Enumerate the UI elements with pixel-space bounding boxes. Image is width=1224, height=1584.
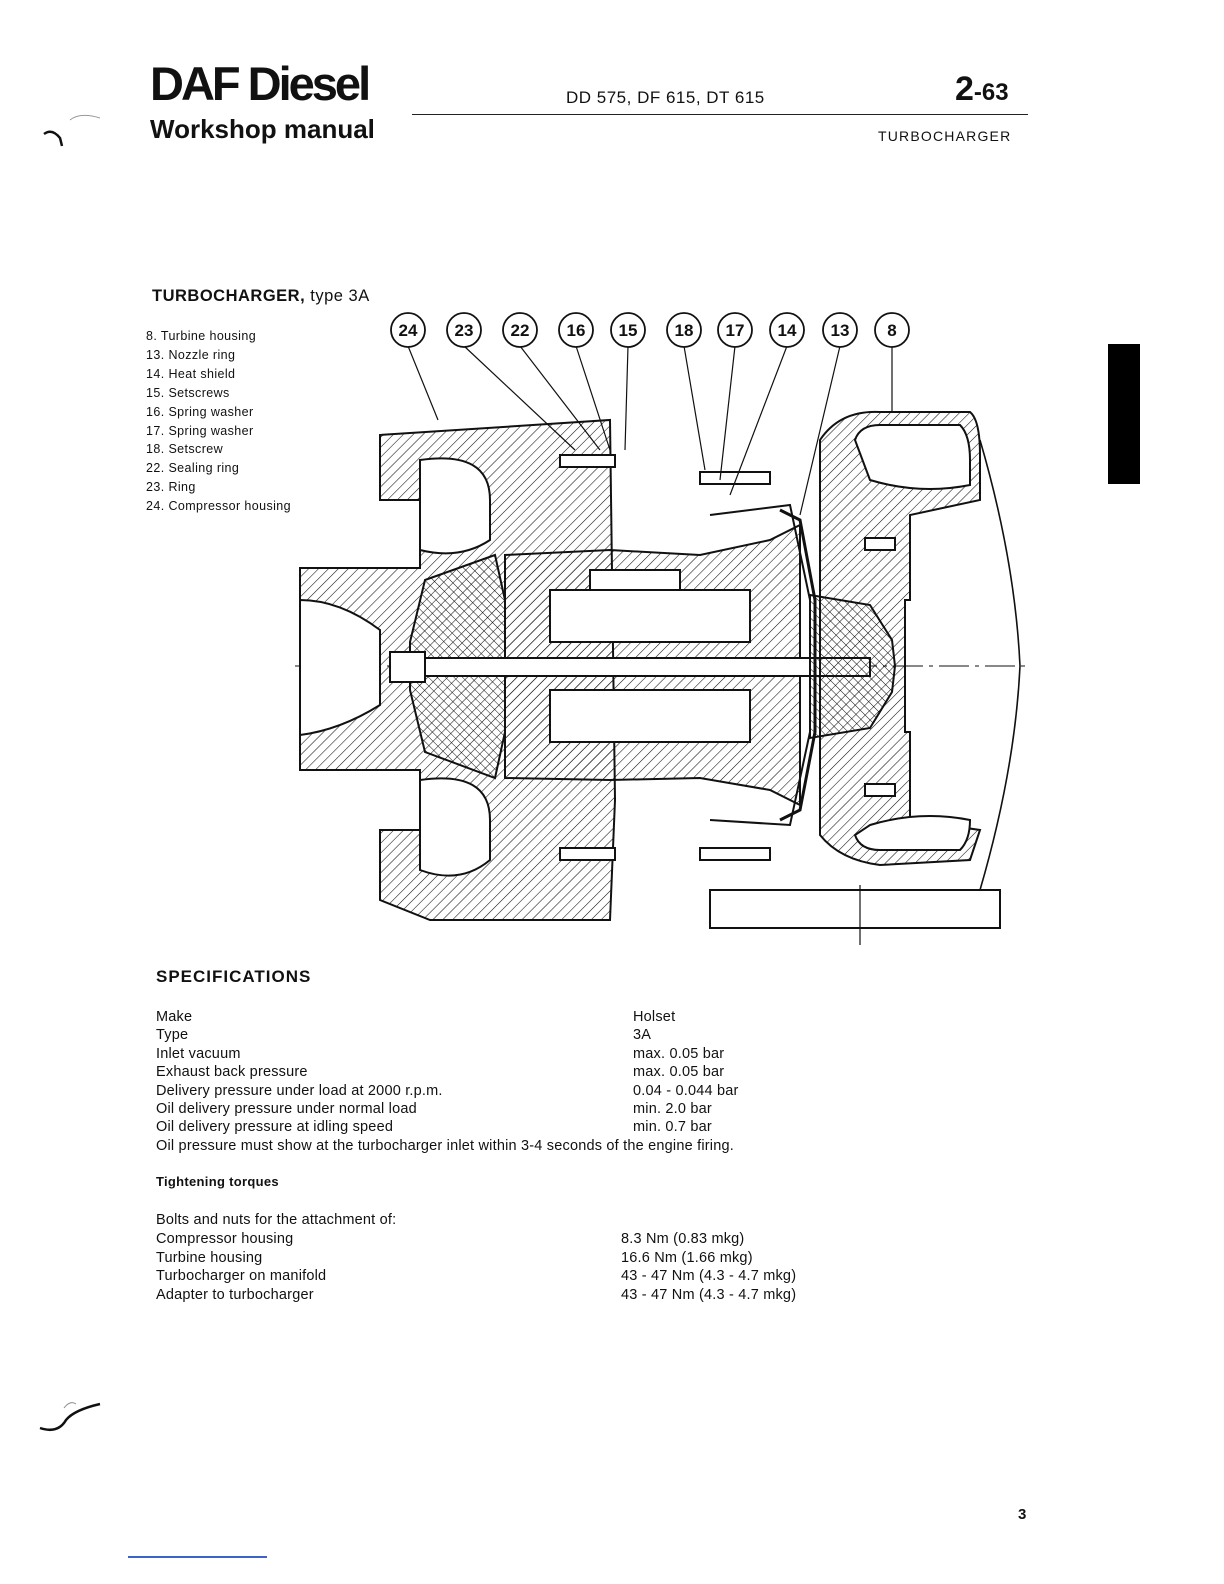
spec-value: min. 0.7 bar bbox=[633, 1119, 712, 1136]
torque-label: Turbocharger on manifold bbox=[156, 1268, 327, 1285]
legend-item: 13. Nozzle ring bbox=[146, 347, 236, 362]
legend-item: 16. Spring washer bbox=[146, 404, 254, 419]
spec-row: Make Holset bbox=[156, 1008, 734, 1026]
spec-value: max. 0.05 bar bbox=[633, 1045, 725, 1062]
spec-value: min. 2.0 bar bbox=[633, 1100, 712, 1117]
spec-note: Oil pressure must show at the turbocharg… bbox=[156, 1137, 734, 1154]
torque-row: Turbocharger on manifold 43 - 47 Nm (4.3 … bbox=[156, 1267, 796, 1286]
section-tab-marker bbox=[1108, 344, 1140, 484]
spec-value: 0.04 - 0.044 bar bbox=[633, 1082, 739, 1099]
rotor-shaft bbox=[389, 657, 871, 677]
callout-label: 16 bbox=[567, 321, 586, 340]
brand-logo: DAF Diesel bbox=[150, 57, 371, 110]
scan-mark-icon bbox=[43, 114, 101, 147]
scan-edge-mark bbox=[128, 1556, 267, 1558]
spec-label: Oil delivery pressure under normal load bbox=[156, 1100, 417, 1117]
torque-value: 43 - 47 Nm (4.3 - 4.7 mkg) bbox=[621, 1268, 797, 1285]
torque-label: Turbine housing bbox=[156, 1249, 263, 1266]
torque-row: Compressor housing 8.3 Nm (0.83 mkg) bbox=[156, 1230, 744, 1249]
page-code: 2-63 bbox=[955, 72, 1009, 106]
legend-item: 15. Setscrews bbox=[146, 385, 230, 400]
callout-22 bbox=[502, 312, 538, 348]
section-name: TURBOCHARGER bbox=[878, 128, 1012, 144]
spec-row: Oil delivery pressure at idling speed min… bbox=[156, 1118, 734, 1136]
manual-title: Workshop manual bbox=[150, 114, 375, 144]
header-rule bbox=[412, 114, 1028, 115]
parts-legend: 8. Turbine housing 13. Nozzle ring 14. H… bbox=[146, 327, 291, 516]
turbine-housing bbox=[819, 410, 982, 867]
torque-label: Adapter to turbocharger bbox=[156, 1287, 314, 1304]
callout-label: 18 bbox=[675, 321, 694, 340]
torque-value: 8.3 Nm (0.83 mkg) bbox=[621, 1230, 745, 1247]
spec-label: Oil delivery pressure at idling speed bbox=[156, 1119, 394, 1136]
turbine-flange bbox=[709, 889, 1001, 929]
torque-row: Adapter to turbocharger 43 - 47 Nm (4.3 -… bbox=[156, 1286, 796, 1305]
legend-item: 22. Sealing ring bbox=[146, 461, 240, 476]
figure-title: TURBOCHARGER, type 3A bbox=[152, 287, 370, 306]
spec-row: Delivery pressure under load at 2000 r.p… bbox=[156, 1082, 738, 1100]
page-number: 3 bbox=[1018, 1506, 1027, 1523]
callout-label: 14 bbox=[778, 321, 797, 340]
callout-18 bbox=[666, 312, 702, 348]
torque-label: Compressor housing bbox=[156, 1230, 294, 1247]
callout-label: 23 bbox=[455, 321, 474, 340]
spec-label: Exhaust back pressure bbox=[156, 1064, 308, 1081]
callout-8 bbox=[874, 312, 910, 348]
callout-label: 15 bbox=[619, 321, 638, 340]
torques-heading: Tightening torques bbox=[156, 1174, 279, 1189]
torques-table: Bolts and nuts for the attachment of: Co… bbox=[156, 1211, 796, 1305]
legend-item: 14. Heat shield bbox=[146, 366, 236, 381]
scan-mark-icon bbox=[39, 1402, 101, 1431]
spec-label: Make bbox=[156, 1009, 193, 1025]
specifications-heading: SPECIFICATIONS bbox=[156, 967, 312, 986]
spec-row: Inlet vacuum max. 0.05 bar bbox=[156, 1045, 734, 1063]
spec-row: Oil delivery pressure under normal load m… bbox=[156, 1100, 734, 1118]
torques-intro: Bolts and nuts for the attachment of: bbox=[156, 1212, 397, 1228]
callout-label: 17 bbox=[726, 321, 745, 340]
callout-23 bbox=[446, 312, 482, 348]
turbocharger-cross-section-drawing: 24 23 22 16 15 18 17 14 13 8 bbox=[295, 312, 1025, 945]
figure-title-type: type 3A bbox=[305, 287, 370, 305]
legend-item: 23. Ring bbox=[146, 480, 196, 495]
spec-label: Inlet vacuum bbox=[156, 1045, 241, 1062]
spec-label: Type bbox=[156, 1027, 189, 1044]
callout-16 bbox=[558, 312, 594, 348]
spec-label: Delivery pressure under load at 2000 r.p… bbox=[156, 1082, 443, 1099]
spec-value: 3A bbox=[633, 1027, 652, 1044]
callout-24 bbox=[390, 312, 426, 348]
specifications-table: Make Holset Type 3A Inlet vacuum max. 0.05 … bbox=[156, 1008, 738, 1155]
page-code-minor: -63 bbox=[973, 79, 1009, 106]
page-code-major: 2 bbox=[955, 70, 974, 108]
spec-row: Exhaust back pressure max. 0.05 bar bbox=[156, 1063, 734, 1081]
spec-value: Holset bbox=[633, 1009, 676, 1025]
callout-14 bbox=[769, 312, 805, 348]
callout-label: 22 bbox=[511, 321, 530, 340]
spec-value: max. 0.05 bar bbox=[633, 1064, 725, 1081]
torque-value: 43 - 47 Nm (4.3 - 4.7 mkg) bbox=[621, 1287, 797, 1304]
legend-item: 18. Setscrew bbox=[146, 442, 224, 457]
torque-row: Turbine housing 16.6 Nm (1.66 mkg) bbox=[156, 1249, 753, 1268]
legend-item: 24. Compressor housing bbox=[146, 499, 291, 514]
torque-value: 16.6 Nm (1.66 mkg) bbox=[621, 1249, 753, 1266]
callout-label: 8 bbox=[887, 321, 896, 340]
callout-17 bbox=[717, 312, 753, 348]
spec-row: Type 3A bbox=[156, 1026, 734, 1044]
figure-title-main: TURBOCHARGER, bbox=[152, 287, 306, 305]
callout-label: 24 bbox=[399, 321, 418, 340]
callout-label: 13 bbox=[831, 321, 850, 340]
legend-item: 17. Spring washer bbox=[146, 423, 254, 438]
callout-15 bbox=[610, 312, 646, 348]
legend-item: 8. Turbine housing bbox=[146, 329, 257, 343]
callout-13 bbox=[822, 312, 858, 348]
engine-models: DD 575, DF 615, DT 615 bbox=[566, 88, 765, 107]
